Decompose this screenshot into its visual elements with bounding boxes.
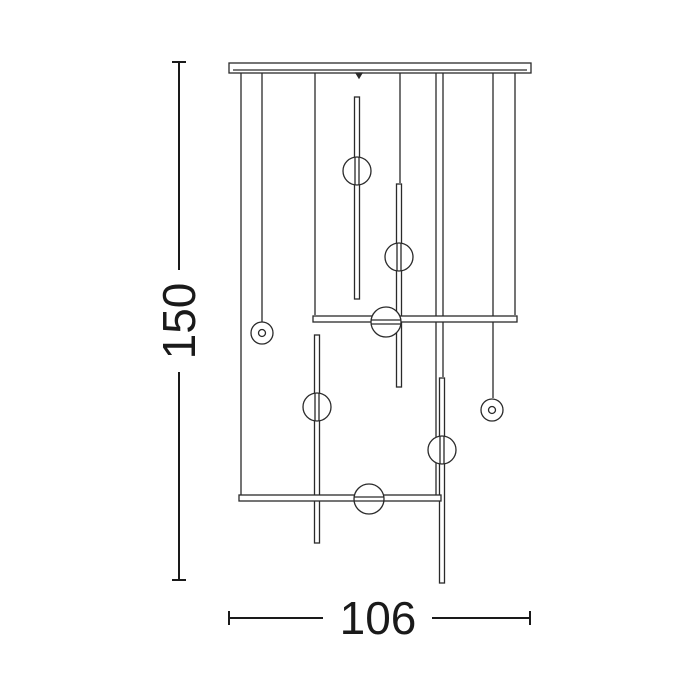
globe <box>384 242 414 272</box>
canopy-center-mark <box>354 72 364 80</box>
globe <box>342 156 372 186</box>
globe <box>427 435 457 465</box>
disc-pendants <box>250 321 504 422</box>
globe <box>302 392 332 422</box>
glass-globes <box>302 156 457 515</box>
bar-upper <box>312 315 518 323</box>
disc-pendant <box>480 398 504 422</box>
width-dimension <box>228 611 531 625</box>
bar-lower <box>238 494 442 502</box>
rod-upper-center <box>353 96 361 300</box>
globe <box>370 306 402 338</box>
rod-left <box>313 334 321 544</box>
rod-center <box>395 183 403 388</box>
height-dimension <box>172 61 186 581</box>
suspension-cables <box>240 73 516 497</box>
globe <box>353 483 385 515</box>
vertical-rods <box>313 96 446 584</box>
width-label: 106 <box>340 592 417 644</box>
disc-pendant <box>250 321 274 345</box>
pendant-fixture <box>228 62 532 584</box>
horizontal-bars <box>238 315 518 502</box>
rod-right <box>438 377 446 584</box>
ceiling-canopy <box>228 62 532 74</box>
height-label: 150 <box>153 283 205 360</box>
